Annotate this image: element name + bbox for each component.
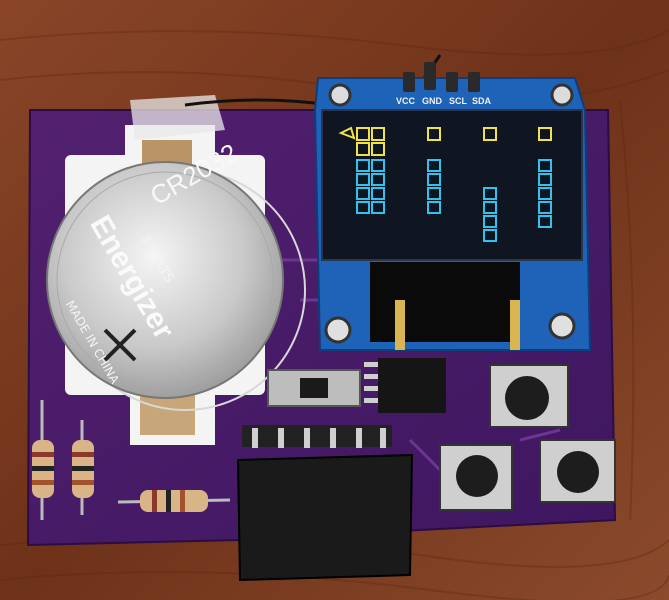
resistor-2 — [72, 420, 94, 515]
mount-hole — [324, 316, 352, 344]
tactile-button-left — [439, 444, 513, 511]
oled-module — [313, 62, 592, 351]
oled-top-block — [356, 127, 370, 141]
oled-bottom-block — [356, 159, 370, 172]
oled-bottom-block — [483, 215, 497, 228]
ic-chip — [364, 358, 446, 413]
oled-bottom-block — [427, 173, 441, 186]
tactile-button-top — [489, 364, 569, 428]
pin-label-vcc: VCC — [396, 96, 416, 106]
oled-top-block — [356, 142, 370, 156]
oled-bottom-block — [371, 159, 385, 172]
oled-bottom-block — [356, 173, 370, 186]
pin-label-gnd: GND — [422, 96, 442, 106]
oled-top-block — [427, 127, 441, 141]
oled-cursor-icon — [338, 126, 356, 140]
mount-hole — [328, 83, 352, 107]
oled-bottom-block — [538, 173, 552, 186]
pin-label-sda: SDA — [472, 96, 492, 106]
oled-bottom-block — [371, 187, 385, 200]
oled-bottom-block — [427, 159, 441, 172]
mount-hole — [548, 312, 576, 340]
plus-icon — [103, 328, 137, 362]
oled-top-block — [483, 127, 497, 141]
oled-bottom-block — [427, 187, 441, 200]
coin-battery — [46, 161, 284, 399]
oled-bottom-block — [538, 215, 552, 228]
oled-bottom-block — [371, 201, 385, 214]
oled-top-block — [538, 127, 552, 141]
oled-top-block — [371, 127, 385, 141]
header-pins — [403, 62, 480, 92]
resistor-3 — [117, 490, 231, 512]
resistor-1 — [32, 400, 54, 520]
slide-switch — [267, 369, 361, 407]
oled-bottom-block — [371, 173, 385, 186]
oled-pixel-columns — [338, 126, 552, 242]
oled-bottom-block — [483, 187, 497, 200]
tactile-button-right — [539, 439, 616, 503]
oled-bottom-block — [483, 229, 497, 242]
oled-flex-cable — [370, 262, 520, 342]
oled-top-block — [371, 142, 385, 156]
holder-contact-bottom — [140, 395, 195, 435]
oled-bottom-block — [427, 201, 441, 214]
pin-label-scl: SCL — [449, 96, 467, 106]
oled-bottom-block — [538, 159, 552, 172]
pin-header-connector — [236, 425, 414, 582]
oled-bottom-block — [538, 187, 552, 200]
oled-bottom-block — [538, 201, 552, 214]
mount-hole — [550, 83, 574, 107]
tape — [130, 95, 225, 140]
oled-bottom-block — [356, 201, 370, 214]
oled-bottom-block — [483, 201, 497, 214]
oled-bottom-block — [356, 187, 370, 200]
